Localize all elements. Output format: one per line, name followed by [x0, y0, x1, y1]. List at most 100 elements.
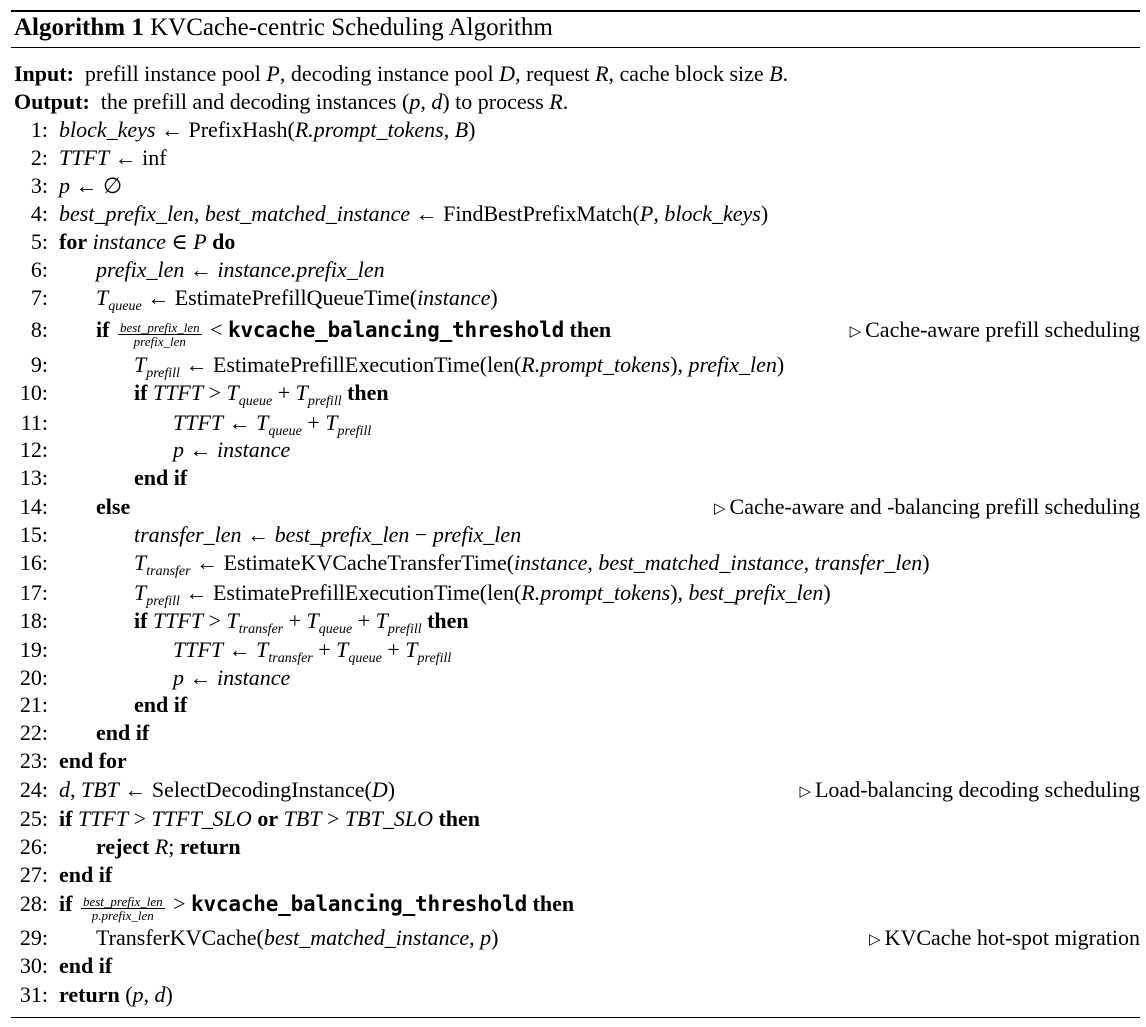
algorithm-line: 30:end if — [0, 952, 1146, 980]
comment-triangle-icon: ▷ — [713, 501, 726, 517]
line-code: end if — [134, 465, 188, 490]
algorithm-line: 25: if TTFT > TTFT_SLO or TBT > TBT_SLO t… — [0, 805, 1146, 833]
algorithm-line: 17:Tprefill ← EstimatePrefillExecutionTi… — [0, 579, 1146, 609]
input-label: Input: — [14, 61, 74, 86]
line-number: 18: — [19, 608, 48, 633]
algorithm-caption: Algorithm 1 KVCache-centric Scheduling A… — [14, 14, 553, 42]
algorithm-line: 13: end if — [0, 464, 1146, 492]
algorithm-line: 23:end for — [0, 747, 1146, 775]
comment-text: Load-balancing decoding scheduling — [814, 777, 1140, 802]
line-code: TTFT ← Ttransfer + Tqueue + Tprefill — [173, 637, 452, 666]
algorithm-line: 14: else ▷Cache-aware and -balancing prefi… — [0, 493, 1146, 521]
algorithm-line: 27: end if — [0, 861, 1146, 889]
algorithm-line: 3: p ← ∅ — [0, 172, 1146, 200]
line-code: p ← instance — [173, 437, 291, 462]
line-code: TTFT ← inf — [59, 145, 167, 170]
line-number: 27: — [19, 862, 48, 887]
algorithm-line: 10: if TTFT > Tqueue + Tprefill then — [0, 379, 1146, 409]
output-text: the prefill and decoding instances (p, d… — [95, 89, 569, 114]
line-code: end if — [96, 720, 150, 745]
line-code: p ← ∅ — [59, 173, 123, 198]
line-comment: ▷Cache-aware prefill scheduling — [850, 316, 1140, 346]
algorithm-line: 19:TTFT ← Ttransfer + Tqueue + Tprefill — [0, 636, 1146, 666]
line-code: Ttransfer ← EstimateKVCacheTransferTime(… — [134, 550, 930, 579]
algorithm-line: 26: reject R; return — [0, 833, 1146, 861]
caption-rule — [11, 47, 1140, 48]
algorithm-title: KVCache-centric Scheduling Algorithm — [150, 14, 553, 41]
line-number: 3: — [30, 173, 48, 198]
line-code: Tqueue ← EstimatePrefillQueueTime(instan… — [96, 285, 498, 314]
line-code: end if — [59, 862, 113, 887]
line-number: 29: — [19, 925, 48, 950]
input-spec: Input: prefill instance pool P, decoding… — [14, 61, 788, 87]
line-number: 4: — [30, 201, 48, 226]
line-number: 31: — [19, 982, 48, 1007]
line-number: 14: — [19, 494, 48, 519]
line-number: 30: — [19, 953, 48, 978]
line-number: 5: — [30, 229, 48, 254]
line-code: else — [96, 494, 131, 519]
line-code: transfer_len ← best_prefix_len − prefix_… — [134, 522, 522, 547]
input-text: prefill instance pool P, decoding instan… — [79, 61, 789, 86]
line-number: 9: — [30, 352, 48, 377]
line-number: 26: — [19, 834, 48, 859]
line-number: 20: — [19, 665, 48, 690]
line-number: 15: — [19, 522, 48, 547]
line-code: d, TBT ← SelectDecodingInstance(D) — [59, 777, 396, 802]
algorithm-line: 29:TransferKVCache(best_matched_instance… — [0, 924, 1146, 952]
algorithm-line: 22: end if — [0, 719, 1146, 747]
line-number: 1: — [30, 117, 48, 142]
algorithm-label: Algorithm 1 — [14, 14, 144, 41]
line-number: 21: — [19, 692, 48, 717]
algorithm-line: 12: p ← instance — [0, 436, 1146, 464]
line-number: 23: — [19, 748, 48, 773]
comment-text: KVCache hot-spot migration — [884, 925, 1140, 950]
line-code: return (p, d) — [59, 982, 173, 1007]
line-code: reject R; return — [96, 834, 241, 859]
line-number: 12: — [19, 437, 48, 462]
algorithm-line: 21:end if — [0, 691, 1146, 719]
algorithm-line: 6:prefix_len ← instance.prefix_len — [0, 256, 1146, 284]
output-label: Output: — [14, 89, 90, 114]
line-number: 8: — [30, 317, 48, 342]
line-number: 2: — [30, 145, 48, 170]
line-number: 22: — [19, 720, 48, 745]
line-comment: ▷Load-balancing decoding scheduling — [799, 776, 1140, 806]
algorithm-line: 5:for instance ∈ P do — [0, 228, 1146, 256]
line-number: 7: — [30, 285, 48, 310]
line-code: if TTFT > Tqueue + Tprefill then — [134, 380, 389, 409]
line-number: 28: — [19, 891, 48, 916]
algorithm-line: 16: Ttransfer ← EstimateKVCacheTransferTi… — [0, 549, 1146, 579]
algorithm-line: 9: Tprefill ← EstimatePrefillExecutionTim… — [0, 351, 1146, 381]
algorithm-line: 18: if TTFT > Ttransfer + Tqueue + Tprefi… — [0, 607, 1146, 637]
algorithm-line: 11: TTFT ← Tqueue + Tprefill — [0, 409, 1146, 439]
algorithm-line: 7: Tqueue ← EstimatePrefillQueueTime(inst… — [0, 284, 1146, 314]
algorithm-line: 31: return (p, d) — [0, 981, 1146, 1009]
line-code: prefix_len ← instance.prefix_len — [96, 257, 385, 282]
comment-triangle-icon: ▷ — [799, 784, 811, 800]
line-code: TTFT ← Tqueue + Tprefill — [173, 410, 372, 439]
top-rule — [11, 10, 1140, 12]
line-code: Tprefill ← EstimatePrefillExecutionTime(… — [134, 352, 785, 381]
algorithm-line: 20: p ← instance — [0, 664, 1146, 692]
line-number: 16: — [19, 550, 48, 575]
line-code: best_prefix_len, best_matched_instance ←… — [59, 201, 769, 226]
line-number: 11: — [20, 410, 48, 435]
bottom-rule — [11, 1017, 1140, 1018]
line-number: 13: — [19, 465, 48, 490]
line-code: if TTFT > Ttransfer + Tqueue + Tprefill … — [134, 608, 469, 637]
line-code: if TTFT > TTFT_SLO or TBT > TBT_SLO then — [59, 806, 481, 831]
line-number: 25: — [19, 806, 48, 831]
algorithm-line: 15: transfer_len ← best_prefix_len − pref… — [0, 521, 1146, 549]
comment-text: Cache-aware and -balancing prefill sched… — [729, 494, 1140, 519]
line-code: p ← instance — [173, 665, 291, 690]
line-comment: ▷Cache-aware and -balancing prefill sche… — [714, 493, 1140, 523]
algorithm-line: 4: best_prefix_len, best_matched_instance… — [0, 200, 1146, 228]
algorithm-line: 2: TTFT ← inf — [0, 144, 1146, 172]
line-code: block_keys ← PrefixHash(R.prompt_tokens,… — [59, 117, 476, 142]
line-number: 10: — [19, 380, 48, 405]
line-comment: ▷KVCache hot-spot migration — [869, 924, 1140, 954]
